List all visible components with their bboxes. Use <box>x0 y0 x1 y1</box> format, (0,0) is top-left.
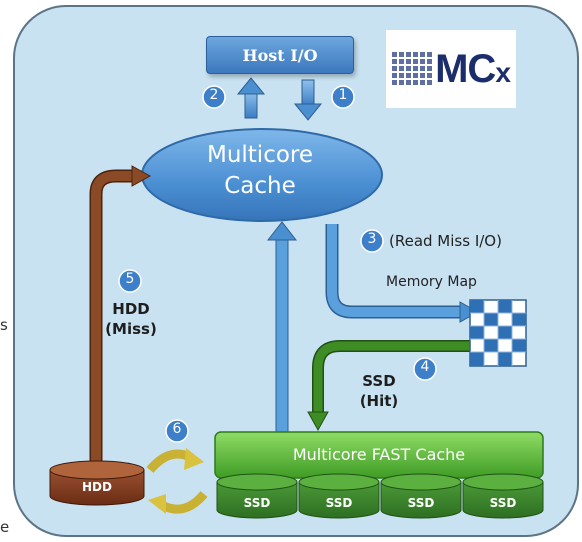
ssd-label: SSD <box>243 496 271 510</box>
logo-text: MCx <box>435 46 511 92</box>
hdd-miss-line-2: (Miss) <box>105 320 157 338</box>
hdd-cylinder <box>49 460 145 506</box>
hdd-miss-line-1: HDD <box>112 300 150 318</box>
swap-arrows-icon <box>146 448 208 514</box>
step-1-number: 1 <box>338 87 348 103</box>
ssd-hit-label: SSD (Hit) <box>352 371 406 411</box>
hdd-miss-arrow <box>91 171 134 462</box>
step-3-number: 3 <box>367 231 377 247</box>
ssd-label: SSD <box>489 496 517 510</box>
cache-line-1: Multicore <box>206 142 314 168</box>
ssd-hit-arrowhead <box>307 411 329 432</box>
background-panel <box>13 5 579 537</box>
fast-to-cache-arrowhead <box>266 221 298 241</box>
logo-grid-icon <box>392 52 433 85</box>
edge-fragment-text: s <box>0 316 8 334</box>
step-2-number: 2 <box>209 87 219 103</box>
host-io-box: Host I/O <box>206 36 354 74</box>
step-6-number: 6 <box>172 421 182 437</box>
fast-cache-text: Multicore FAST Cache <box>292 444 466 464</box>
step-badges <box>118 85 437 443</box>
arrow-down-1 <box>293 79 323 121</box>
read-miss-arrowhead <box>459 301 480 323</box>
cache-line-2: Cache <box>224 173 296 199</box>
ssd-hit-line-1: SSD <box>362 372 396 390</box>
fast-to-cache-arrow <box>275 237 289 435</box>
read-miss-arrow <box>327 224 462 317</box>
fast-cache-label: Multicore FAST Cache <box>215 432 543 476</box>
memory-map-label: Memory Map <box>386 274 477 290</box>
hdd-miss-arrowhead <box>131 165 152 187</box>
hdd-miss-label: HDD (Miss) <box>100 299 162 339</box>
ssd-hit-arrow <box>313 341 472 414</box>
fast-cache-block <box>214 431 544 479</box>
ssd-label: SSD <box>325 496 353 510</box>
mcx-logo: MCx <box>386 30 516 108</box>
edge-fragment-text: e <box>0 518 10 536</box>
multicore-cache-label: Multicore Cache <box>150 140 370 202</box>
memory-map-grid <box>469 299 527 367</box>
read-miss-label: (Read Miss I/O) <box>389 232 502 250</box>
host-io-label: Host I/O <box>242 45 318 65</box>
logo-main: MC <box>435 46 496 91</box>
logo-sub: x <box>495 56 511 88</box>
hdd-label: HDD <box>82 480 112 494</box>
ssd-cylinders <box>216 473 544 519</box>
step-4-number: 4 <box>420 359 430 375</box>
arrow-up-2 <box>236 77 266 119</box>
step-5-number: 5 <box>125 271 135 287</box>
ssd-hit-line-2: (Hit) <box>359 392 399 410</box>
ssd-label: SSD <box>407 496 435 510</box>
